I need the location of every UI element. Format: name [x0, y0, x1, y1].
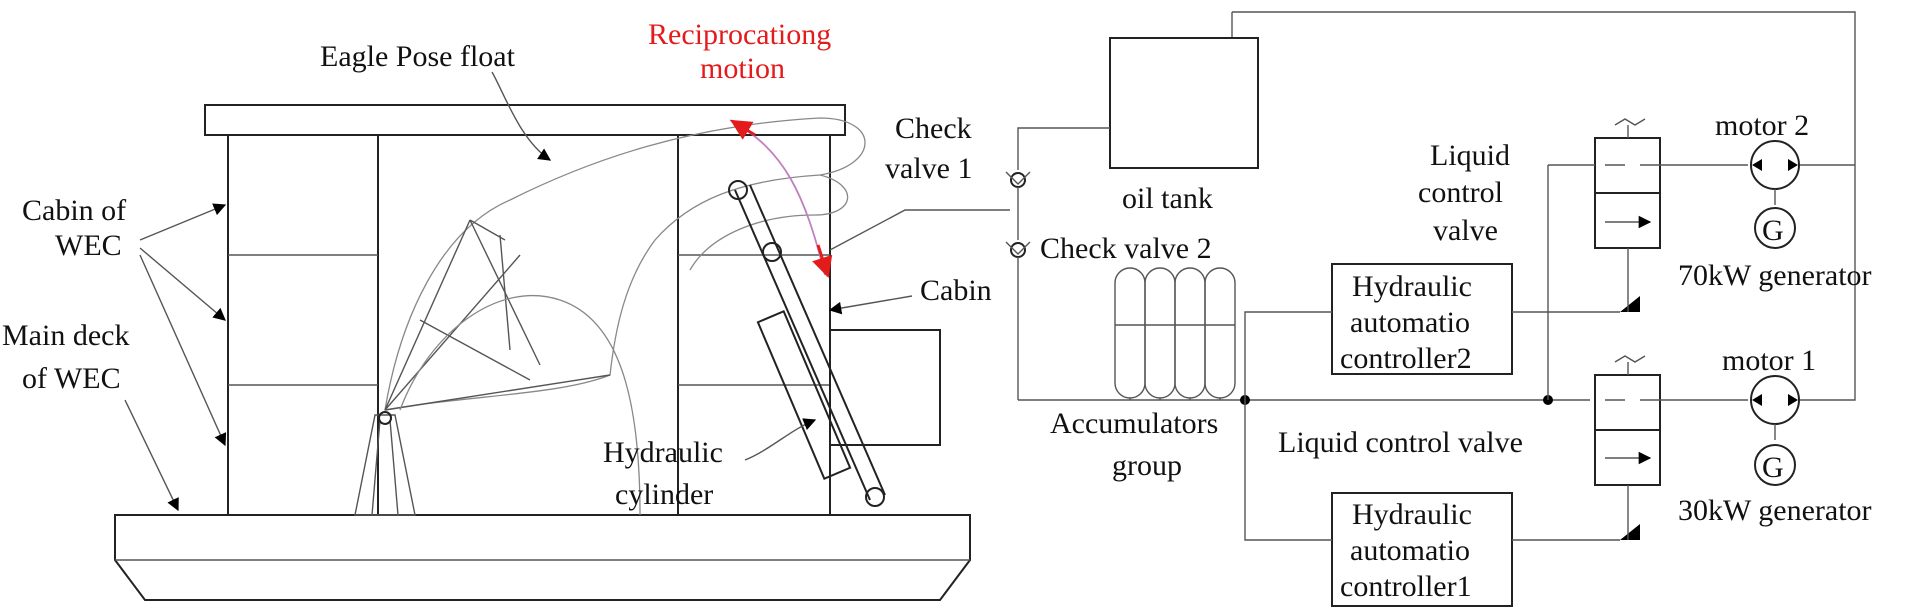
hydraulic-controller-2	[1331, 263, 1513, 375]
hydraulic-cylinder	[728, 180, 886, 507]
label-controller2-1: Hydraulic	[1352, 270, 1472, 303]
check-valve-1	[1005, 171, 1031, 188]
label-main-deck-1: Main deck	[2, 319, 129, 352]
check-valve-2	[1005, 241, 1031, 258]
label-controller1-3: controller1	[1340, 570, 1472, 603]
motor-2	[1750, 140, 1800, 205]
liquid-control-valve-top	[1594, 118, 1661, 312]
label-check-valve-1-2: valve 1	[885, 152, 972, 185]
label-main-deck-2: of WEC	[22, 362, 121, 395]
svg-text:G: G	[1762, 451, 1784, 484]
label-hydraulic-cylinder-2: cylinder	[615, 478, 713, 511]
float-support	[354, 414, 416, 516]
label-liquid-control-valve-top-3: valve	[1433, 214, 1498, 247]
label-eagle-pose-float: Eagle Pose float	[320, 40, 516, 73]
label-cabin-of-wec-2: WEC	[55, 229, 122, 262]
label-liquid-control-valve-bottom: Liquid control valve	[1278, 426, 1523, 459]
label-hydraulic-cylinder-1: Hydraulic	[603, 436, 723, 469]
accumulators-group	[1114, 267, 1236, 400]
label-reciprocating-2: motion	[700, 52, 785, 85]
motion-arrow-up	[730, 119, 756, 140]
cabin-box	[829, 329, 941, 446]
label-controller1-1: Hydraulic	[1352, 498, 1472, 531]
hydraulic-controller-1	[1331, 492, 1513, 607]
main-deck-hull	[114, 514, 971, 601]
generator-70kw: G	[1754, 207, 1796, 249]
label-check-valve-2: Check valve 2	[1040, 232, 1212, 265]
svg-text:G: G	[1762, 214, 1784, 247]
wec-structure	[114, 104, 1010, 601]
label-liquid-control-valve-top-2: control	[1418, 176, 1503, 209]
generator-30kw: G	[1754, 444, 1796, 486]
label-liquid-control-valve-top-1: Liquid	[1430, 139, 1510, 172]
label-controller2-3: controller2	[1340, 342, 1472, 375]
label-controller1-2: automatio	[1350, 534, 1470, 567]
label-cabin: Cabin	[920, 274, 992, 307]
hydraulic-circuit: oil tank Check valve 1 Check valve 2	[885, 11, 1872, 607]
float-truss	[384, 219, 641, 516]
motion-arrow-down	[812, 244, 833, 278]
label-controller2-2: automatio	[1350, 306, 1470, 339]
label-motor-2: motor 2	[1715, 109, 1809, 142]
oil-tank	[1109, 37, 1259, 169]
label-oil-tank: oil tank	[1122, 182, 1213, 215]
label-70kw-generator: 70kW generator	[1678, 259, 1872, 292]
label-check-valve-1-1: Check	[895, 112, 972, 145]
label-motor-1: motor 1	[1722, 344, 1816, 377]
label-cabin-of-wec-1: Cabin of	[22, 194, 126, 227]
eagle-pose-float	[384, 117, 866, 411]
left-labels: Eagle Pose float Reciprocationg motion C…	[2, 18, 992, 512]
label-accumulators-1: Accumulators	[1050, 407, 1218, 440]
label-30kw-generator: 30kW generator	[1678, 494, 1872, 527]
label-reciprocating-1: Reciprocationg	[648, 18, 831, 51]
liquid-control-valve-bottom	[1594, 355, 1661, 540]
motor-1	[1750, 375, 1800, 440]
label-accumulators-2: group	[1112, 449, 1182, 482]
